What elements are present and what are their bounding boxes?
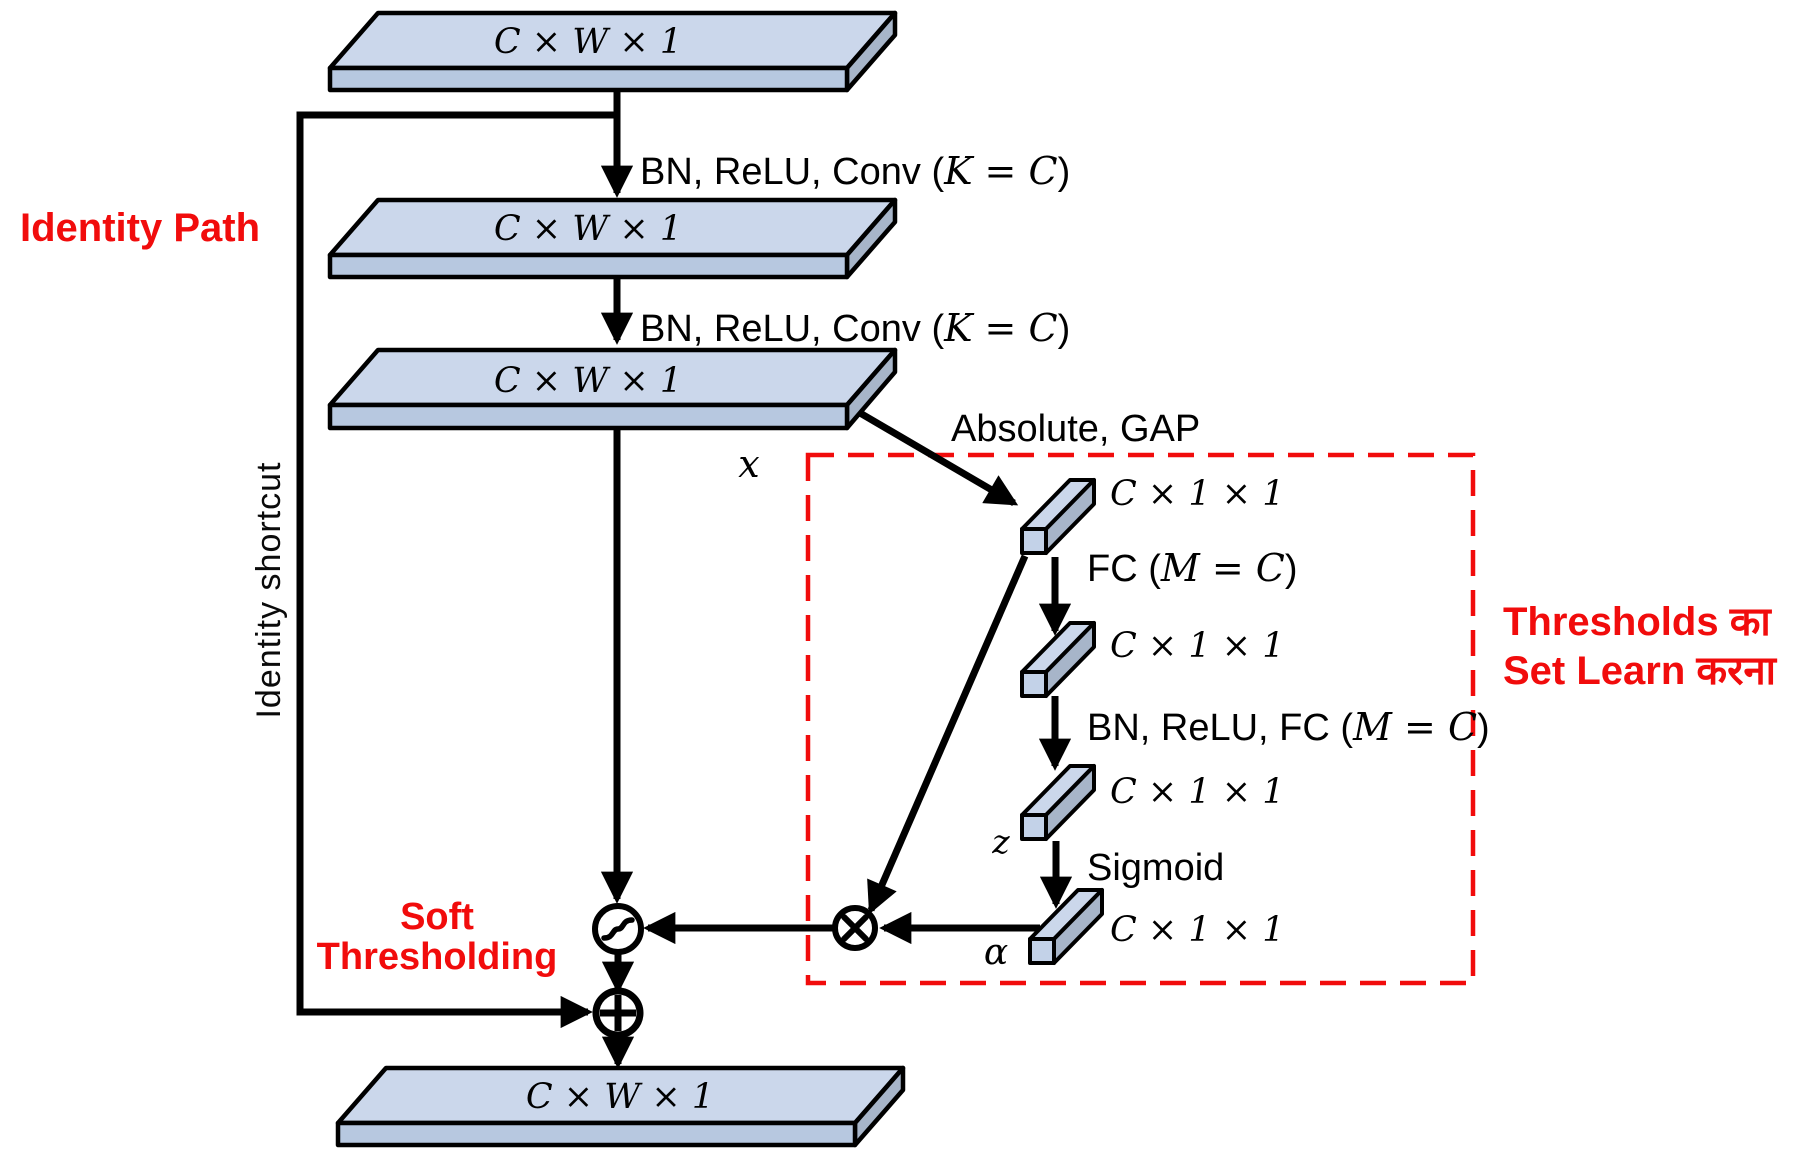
multiply-icon — [832, 905, 878, 951]
thresholds-label-line2: Set Learn करना — [1503, 649, 1778, 693]
slab-hidden-2 — [327, 347, 898, 431]
identity-path-label: Identity Path — [20, 206, 260, 250]
identity-shortcut-line — [296, 111, 617, 1029]
vector-alpha-label: C × 1 × 1 — [1110, 910, 1284, 950]
vector-gap-label: C × 1 × 1 — [1110, 474, 1284, 514]
edge-label-fc1: FC (M = C) — [1087, 546, 1298, 590]
threshold-learning-dashed-region — [805, 452, 1476, 986]
edge-gap-to-multiply-arrow — [867, 554, 1029, 915]
slab-output — [335, 1065, 906, 1148]
edge-label-sigmoid: Sigmoid — [1087, 847, 1224, 889]
vector-bar-alpha — [1028, 888, 1104, 965]
vector-z-label: C × 1 × 1 — [1110, 772, 1284, 812]
slab-output-label: C × W × 1 — [526, 1077, 714, 1117]
slab-hidden1-label: C × W × 1 — [494, 209, 682, 249]
slab-input — [327, 10, 898, 93]
soft-threshold-icon — [592, 903, 644, 955]
edge-label-conv1: BN, ReLU, Conv (K = C) — [640, 149, 1070, 193]
slab-hidden2-label: C × W × 1 — [494, 361, 682, 401]
vector-bar-fc1 — [1020, 621, 1096, 698]
edge-label-absgap: Absolute, GAP — [951, 408, 1200, 450]
slab-hidden-1 — [327, 197, 898, 280]
var-z: z — [991, 822, 1010, 861]
edge-label-conv2: BN, ReLU, Conv (K = C) — [640, 306, 1070, 350]
identity-shortcut-label: Identity shortcut — [250, 461, 288, 718]
edge-label-fc2: BN, ReLU, FC (M = C) — [1087, 705, 1490, 749]
edge-absgap-arrow — [858, 409, 1019, 507]
soft-thresholding-label-line1: Soft — [400, 896, 474, 938]
var-alpha: α — [984, 932, 1008, 973]
var-x: x — [738, 442, 759, 486]
slab-input-label: C × W × 1 — [494, 22, 682, 62]
vector-fc1-label: C × 1 × 1 — [1110, 626, 1284, 666]
vector-bar-gap — [1020, 478, 1096, 555]
add-icon — [592, 987, 644, 1039]
thresholds-label-line1: Thresholds का — [1503, 600, 1772, 644]
vector-bar-z — [1020, 764, 1096, 841]
soft-thresholding-label-line2: Thresholding — [317, 936, 558, 978]
